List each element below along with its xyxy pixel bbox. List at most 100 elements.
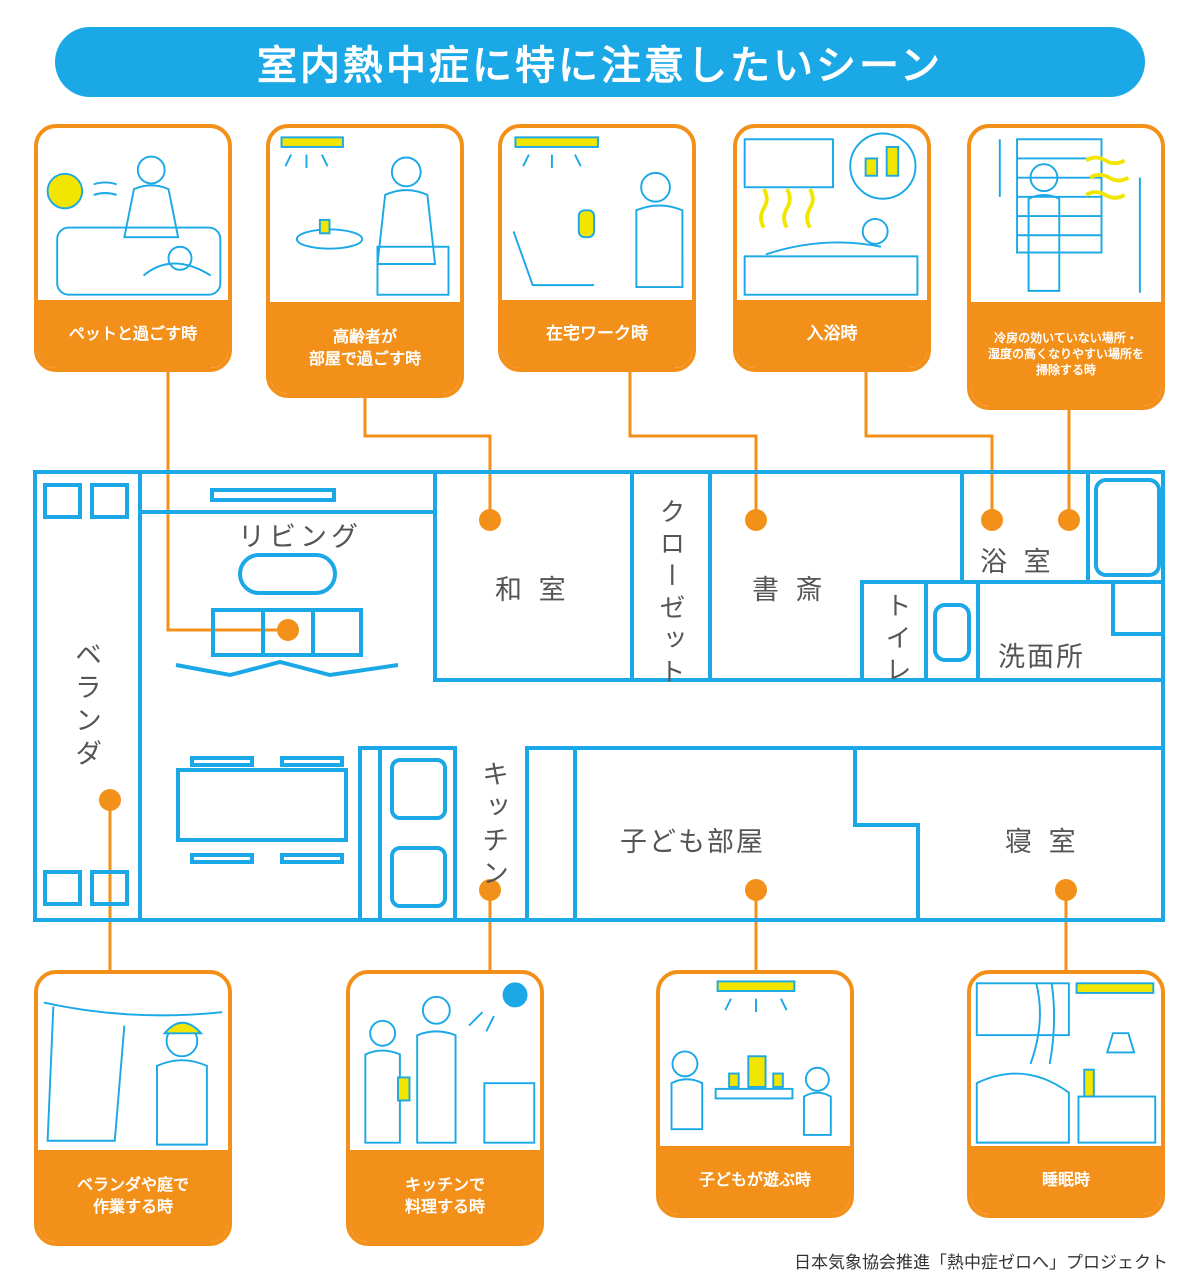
bath-scene-illustration	[743, 132, 919, 296]
dot-kitchen	[479, 879, 501, 901]
veranda-pot-4	[90, 870, 129, 906]
chair-3	[190, 853, 254, 864]
toilet-wall	[860, 580, 1163, 680]
wind-icon	[93, 181, 117, 196]
scene-card-elderly: 高齢者が 部屋で過ごす時	[266, 124, 464, 398]
person-body	[765, 241, 882, 256]
child-body	[364, 1049, 401, 1144]
bathtub-outline	[743, 255, 919, 296]
cool-air-icon	[522, 154, 582, 169]
blanket-icon	[975, 1072, 1070, 1144]
scene-caption-pet: ペットと過ごす時	[38, 300, 228, 368]
lamp-icon	[1105, 1032, 1136, 1054]
room-label-toilet: トイレ	[881, 592, 911, 688]
room-label-washitsu: 和 室	[495, 575, 570, 606]
scene-caption-elderly: 高齢者が 部屋で過ごす時	[270, 302, 460, 394]
person-head	[136, 155, 166, 185]
room-label-washroom: 洗面所	[998, 642, 1085, 673]
person-body	[635, 204, 684, 289]
dot-bath	[981, 509, 1003, 531]
wall-fan-icon	[502, 982, 528, 1008]
title-banner: 室内熱中症に特に注意したいシーン	[55, 27, 1145, 97]
connector-pet	[166, 370, 288, 632]
scene-card-pet: ペットと過ごす時	[34, 124, 232, 372]
apron-icon	[416, 1030, 457, 1144]
cup-icon	[728, 1072, 740, 1088]
person-body	[376, 189, 437, 265]
kids-scene-illustration	[670, 980, 832, 1136]
room-label-study: 書 斎	[752, 575, 827, 606]
scene-card-bath: 入浴時	[733, 124, 931, 372]
scene-card-cleaning: 冷房の効いていない場所・ 湿度の高くなりやすい場所を 掃除する時	[967, 124, 1165, 410]
japanese-room-wall	[433, 472, 862, 682]
drink-bubble	[849, 132, 917, 200]
child-head	[369, 1019, 397, 1047]
living-sofa	[211, 608, 363, 657]
dot-cleaning	[1058, 509, 1080, 531]
cap-icon	[162, 1021, 204, 1035]
pet-body	[142, 262, 212, 277]
toilet-bowl	[933, 603, 971, 662]
dot-kids	[745, 879, 767, 901]
veranda-pot-3	[43, 870, 82, 906]
pet-scene-illustration	[46, 155, 222, 296]
connector-lines	[108, 370, 1071, 972]
outer-wall	[33, 470, 1165, 922]
connector-bath	[864, 372, 994, 520]
connector-elderly	[363, 396, 492, 520]
remote-scene-illustration	[512, 136, 684, 289]
cup-icon	[864, 157, 879, 177]
kitchen-counter	[358, 746, 457, 920]
person-body	[123, 184, 180, 239]
chair-2	[280, 756, 344, 767]
room-label-bathroom: 浴 室	[980, 547, 1055, 578]
low-table	[714, 1087, 794, 1100]
parent-head	[421, 995, 451, 1025]
scene-card-remote: 在宅ワーク時	[498, 124, 696, 372]
stove-icon	[483, 1082, 536, 1144]
chair-4	[280, 853, 344, 864]
bottle-icon	[885, 145, 900, 177]
scene-caption-veranda: ベランダや庭で 作業する時	[38, 1150, 228, 1242]
fan-icon	[46, 172, 84, 210]
cool-air-icon	[724, 998, 788, 1013]
window-icon	[975, 982, 1070, 1037]
dot-veranda	[99, 789, 121, 811]
sofa-outline	[56, 226, 222, 296]
scene-caption-kitchen: キッチンで 料理する時	[350, 1150, 540, 1242]
dot-remote	[745, 509, 767, 531]
person-body	[156, 1059, 208, 1146]
person-head	[861, 217, 889, 245]
laptop-icon	[512, 231, 595, 287]
person-body	[1027, 193, 1061, 292]
heat-icon	[1085, 155, 1130, 200]
air-conditioner-icon	[514, 136, 599, 148]
laundry-cloth	[46, 1006, 126, 1142]
veranda-pot-1	[43, 483, 82, 519]
cleaning-scene-illustration	[998, 138, 1141, 293]
washing-machine	[1111, 580, 1165, 636]
veranda-pot-2	[90, 483, 129, 519]
walls	[33, 470, 1165, 922]
scene-caption-sleep: 睡眠時	[971, 1146, 1161, 1214]
person-head	[640, 171, 671, 203]
cool-air-icon	[284, 154, 329, 169]
person-head	[390, 156, 422, 188]
air-conditioner-icon	[1075, 982, 1155, 994]
room-label-kitchen: キッチン	[477, 760, 508, 892]
laundry-line	[43, 1001, 223, 1017]
scene-card-kitchen: キッチンで 料理する時	[346, 970, 544, 1246]
chair-1	[190, 756, 254, 767]
living-table	[238, 553, 337, 595]
window-icon	[743, 138, 834, 189]
living-rug	[175, 659, 399, 678]
child-body-1	[670, 1078, 704, 1131]
scene-caption-remote: 在宅ワーク時	[502, 300, 692, 368]
living-ac	[210, 488, 336, 502]
scene-caption-kids: 子どもが遊ぶ時	[660, 1146, 850, 1214]
room-label-bedroom: 寝 室	[1005, 827, 1080, 858]
pet-head	[167, 245, 193, 271]
credit-text: 日本気象協会推進「熱中症ゼロへ」プロジェクト	[794, 1253, 1168, 1273]
cup-icon	[397, 1076, 411, 1102]
